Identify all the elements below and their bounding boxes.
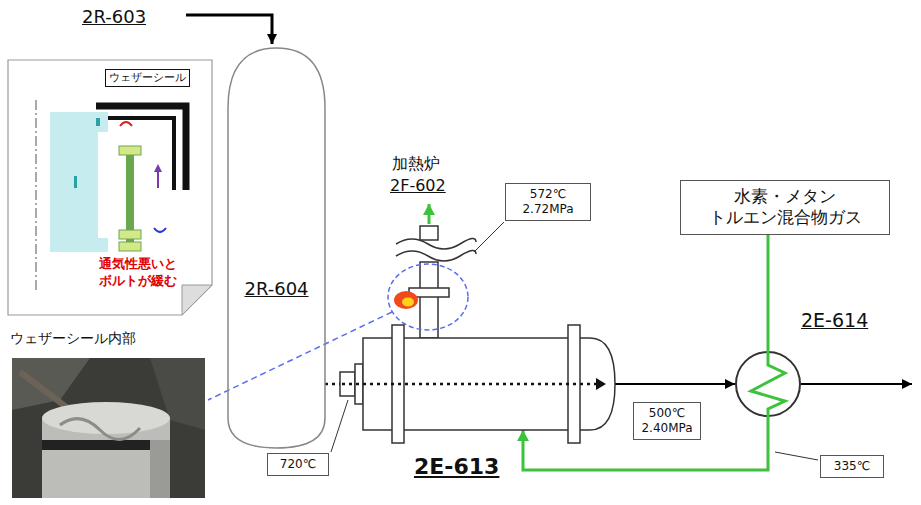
stream-text: 水素・メタン トルエン混合物ガス <box>687 186 883 229</box>
heater-outlet-arrow <box>428 204 431 224</box>
photo-caption: ウェザーシール内部 <box>10 330 136 348</box>
condition-box: 335℃ <box>820 455 884 478</box>
heat-exchanger: 2E-613 <box>340 338 615 430</box>
reactor-vessel-outline <box>228 48 325 448</box>
condition-box: 572℃ 2.72MPa <box>505 183 591 221</box>
note-text: 通気性悪いと ボルトが緩む <box>66 256 210 290</box>
condition-text: 572℃ 2.72MPa <box>510 187 586 217</box>
heat-exchanger-outline <box>340 338 615 430</box>
tag-text: ウェザーシール <box>109 71 186 85</box>
heater-pipe-top <box>420 226 438 240</box>
stream-box: 水素・メタン トルエン混合物ガス <box>680 180 890 235</box>
break-line <box>396 238 476 249</box>
condition-box: 720℃ <box>267 453 329 476</box>
stream-source: 2R-603 <box>82 6 146 27</box>
outlet-arrow <box>801 383 912 385</box>
condition-text: 335℃ <box>825 459 879 474</box>
heat-exchanger-symbol-outline <box>735 351 801 417</box>
heater-pipe <box>420 262 438 338</box>
flow-line <box>325 383 340 386</box>
reactor-vessel: 2R-604 <box>228 48 325 448</box>
equipment-name: 加熱炉 <box>392 154 440 175</box>
equipment-tag: 2R-604 <box>228 278 325 299</box>
break-line <box>396 250 476 261</box>
inset-panel: 通気性悪いと ボルトが緩む ウェザーシール <box>8 60 212 315</box>
flow-line <box>767 235 770 352</box>
condition-text: 500℃ 2.40MPa <box>638 406 696 436</box>
leader-line <box>775 452 818 460</box>
condition-box: 500℃ 2.40MPa <box>633 402 701 440</box>
fire-outer <box>394 291 418 309</box>
fire-inner <box>402 298 414 307</box>
leader-line <box>474 222 504 252</box>
flow-line <box>615 383 735 385</box>
heat-exchanger-symbol: 2E-614 <box>735 351 801 417</box>
equipment-tag: 2E-614 <box>801 309 868 331</box>
feed-line <box>186 15 272 44</box>
highlight-circle <box>388 264 468 330</box>
leader-line <box>331 400 348 452</box>
equipment-tag: 2E-613 <box>414 454 499 479</box>
equipment-tag: 2F-602 <box>390 176 446 195</box>
seal-tag: ウェザーシール <box>105 69 190 87</box>
condition-text: 720℃ <box>272 457 324 472</box>
photo <box>12 358 205 498</box>
